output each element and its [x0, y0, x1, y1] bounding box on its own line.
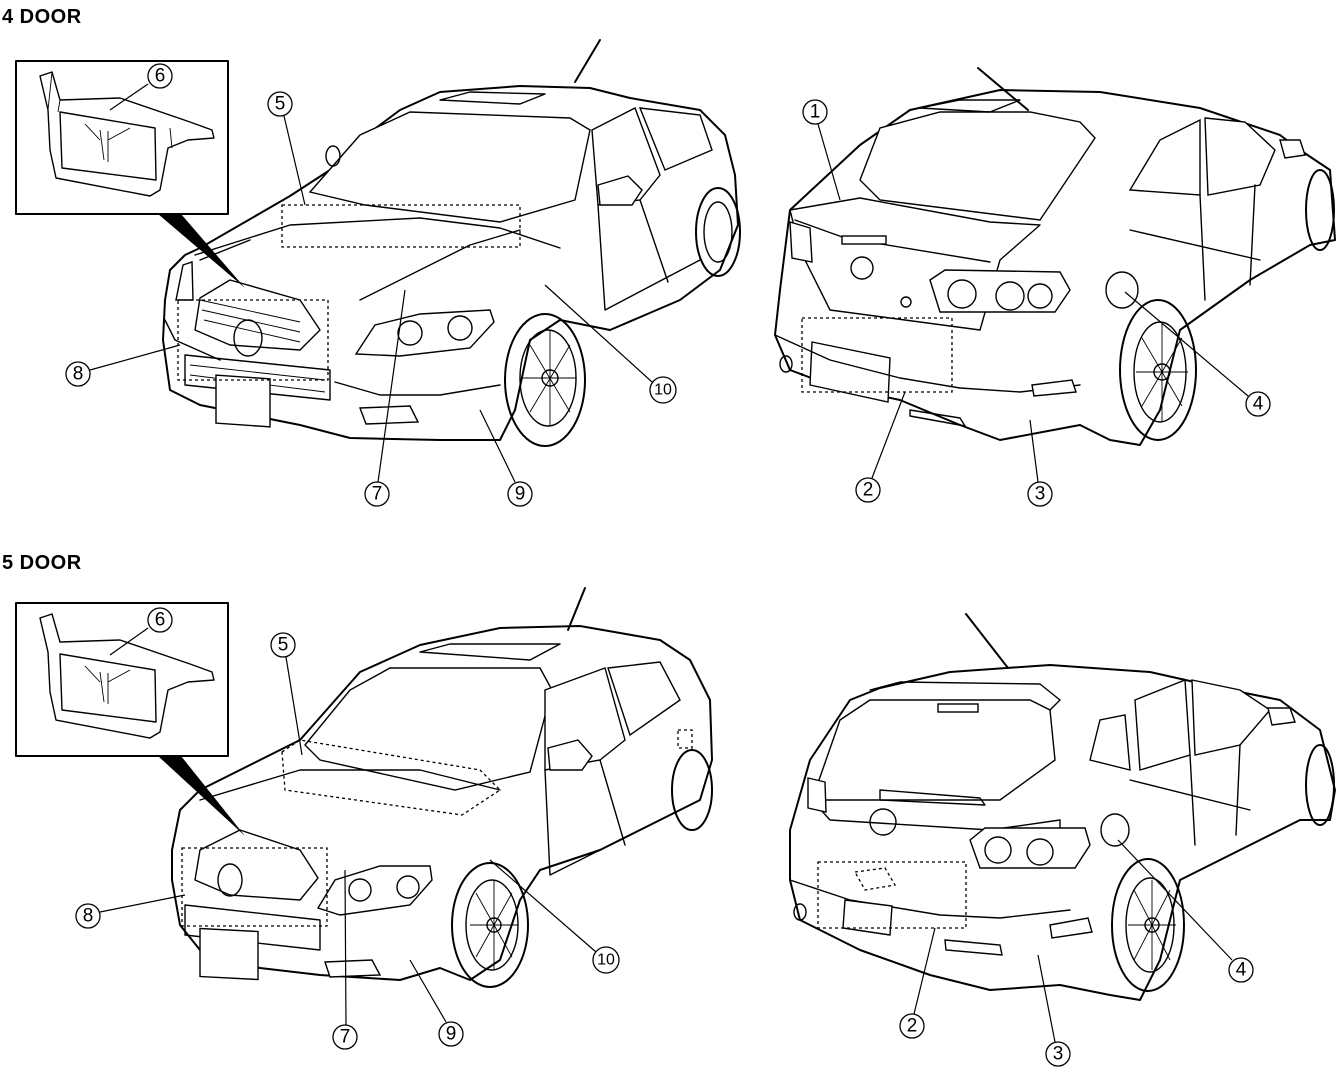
section-title-4-door: 4 DOOR [2, 6, 82, 28]
callout-6-4door: 6 [147, 63, 173, 89]
svg-text:10: 10 [654, 382, 672, 399]
inset-pointer [158, 214, 245, 288]
callout-7-5door: 7 [332, 1024, 358, 1050]
svg-text:3: 3 [1053, 1044, 1064, 1065]
svg-text:6: 6 [155, 66, 166, 87]
inset-box-radiator-support [15, 60, 229, 215]
svg-text:7: 7 [340, 1027, 351, 1048]
svg-text:8: 8 [73, 364, 84, 385]
callout-7-4door: 7 [364, 481, 390, 507]
hatchback-rear-body [789, 613, 1336, 1001]
svg-text:5: 5 [278, 635, 289, 656]
svg-text:2: 2 [907, 1016, 918, 1037]
svg-text:6: 6 [155, 610, 166, 631]
inset-pointer-5door [158, 756, 245, 836]
five-door-rear-view: 2 3 4 [789, 613, 1336, 1067]
callout-9-4door: 9 [507, 481, 533, 507]
svg-text:2: 2 [863, 480, 874, 501]
callout-8-4door: 8 [65, 361, 91, 387]
radiator-support-drawing-5door [39, 613, 215, 739]
inset-box-radiator-support-5door [15, 602, 229, 757]
callout-6-5door: 6 [147, 607, 173, 633]
callout-8-5door: 8 [75, 903, 101, 929]
five-door-front-view: 6 5 8 7 9 10 [15, 587, 713, 1050]
svg-text:7: 7 [372, 484, 383, 505]
callout-4-5door: 4 [1228, 957, 1254, 983]
callout-2-5door: 2 [899, 1013, 925, 1039]
svg-text:4: 4 [1253, 394, 1264, 415]
callout-3-4door: 3 [1027, 481, 1053, 507]
sedan-front-body [162, 39, 741, 447]
callout-1-4door: 1 [802, 99, 828, 125]
callout-5-5door: 5 [270, 632, 296, 658]
callout-4-4door: 4 [1245, 391, 1271, 417]
four-door-front-view: 6 5 8 7 9 10 [15, 39, 741, 507]
section-title-5-door: 5 DOOR [2, 552, 82, 574]
radiator-support-outline-5door [181, 847, 328, 927]
cowl-panel-outline [281, 204, 521, 248]
callout-10-5door: 10 [592, 946, 620, 974]
svg-text:10: 10 [597, 952, 615, 969]
svg-text:4: 4 [1236, 960, 1247, 981]
callout-2-4door: 2 [855, 477, 881, 503]
callout-3-5door: 3 [1045, 1041, 1071, 1067]
hatchback-front-body [171, 587, 713, 988]
rear-bumper-reinforcement-outline [801, 317, 953, 393]
callout-10-4door: 10 [649, 376, 677, 404]
svg-text:8: 8 [83, 906, 94, 927]
cowl-panel-outline-5door [281, 739, 502, 816]
svg-text:1: 1 [810, 102, 821, 123]
svg-text:3: 3 [1035, 484, 1046, 505]
callout-5-4door: 5 [267, 91, 293, 117]
door-check-outline-5door [677, 729, 693, 749]
rear-bumper-reinforcement-outline-5door [817, 861, 967, 929]
svg-text:9: 9 [446, 1024, 457, 1045]
radiator-support-drawing [39, 71, 215, 197]
svg-text:9: 9 [515, 484, 526, 505]
callout-9-5door: 9 [438, 1021, 464, 1047]
radiator-support-outline [177, 299, 329, 381]
svg-text:5: 5 [275, 94, 286, 115]
four-door-rear-view: 1 2 3 4 [774, 67, 1336, 507]
sedan-rear-body [774, 67, 1336, 446]
